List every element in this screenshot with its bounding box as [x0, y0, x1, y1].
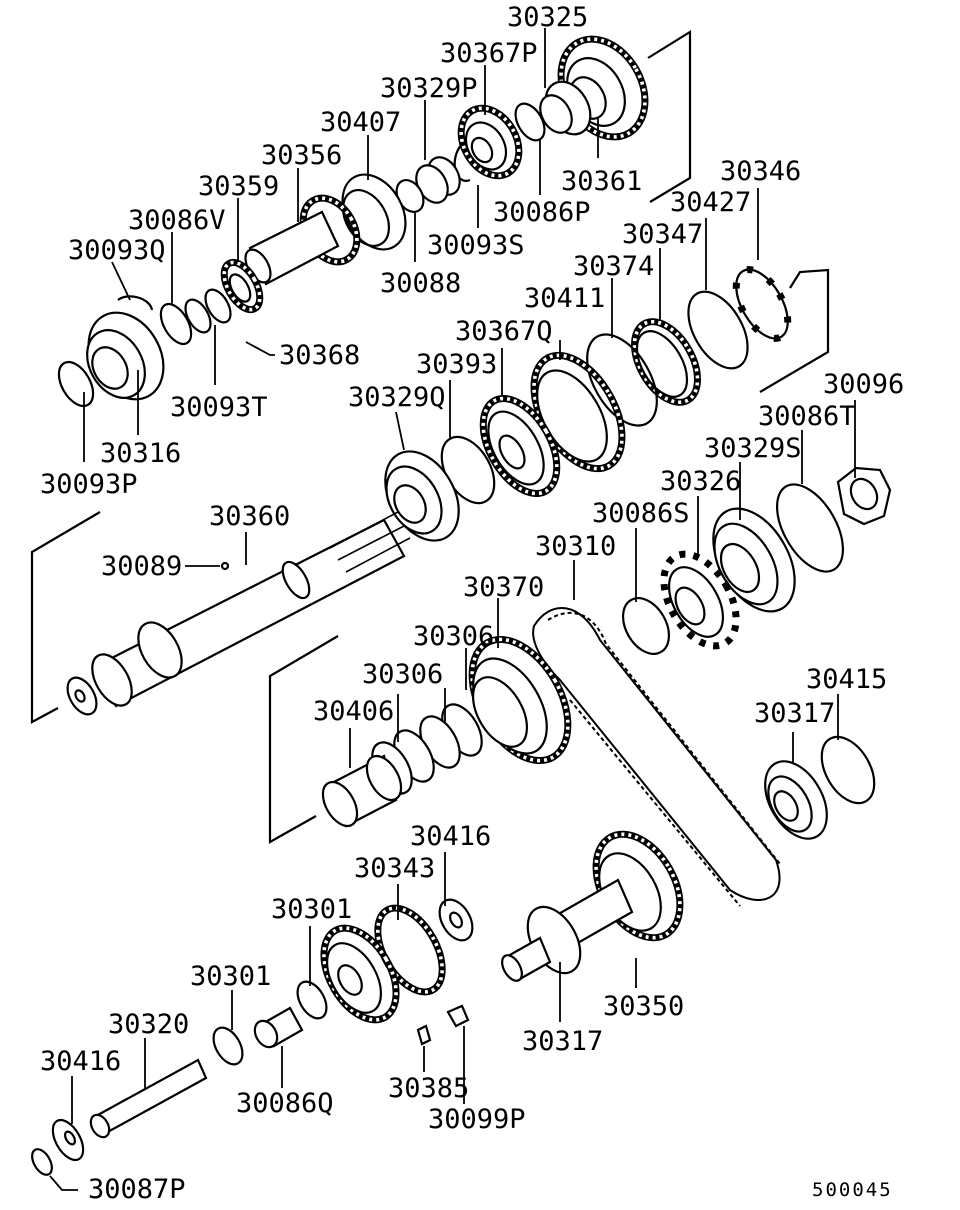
gear-30359	[220, 258, 264, 314]
label-30329Q: 30329Q	[348, 382, 446, 413]
label-30320: 30320	[108, 1009, 189, 1040]
label-30415: 30415	[806, 664, 887, 695]
label-30310: 30310	[535, 531, 616, 562]
label-30086P: 30086P	[493, 197, 591, 228]
label-30317-lower: 30317	[522, 1026, 603, 1057]
label-30368: 30368	[279, 340, 360, 371]
label-30301-lower: 30301	[190, 961, 271, 992]
label-30359: 30359	[198, 171, 279, 202]
label-30086V: 30086V	[128, 205, 226, 236]
label-30096: 30096	[823, 369, 904, 400]
label-30093S: 30093S	[427, 230, 525, 261]
label-30086Q: 30086Q	[236, 1088, 334, 1119]
label-30411: 30411	[524, 283, 605, 314]
gear-30343	[320, 904, 446, 1024]
nut-30096	[836, 466, 892, 526]
label-30301-upper: 30301	[271, 894, 352, 925]
leader-lines	[49, 28, 856, 1191]
gear-30367Q	[479, 395, 561, 497]
label-30099P: 30099P	[428, 1104, 526, 1135]
part-labels: 30325 30367P 30329P 30407 30356 30359 30…	[40, 2, 904, 1205]
label-30370: 30370	[463, 572, 544, 603]
bearing-30329P	[415, 156, 461, 204]
label-30347: 30347	[622, 219, 703, 250]
shaft-30360	[66, 511, 411, 716]
label-30406: 30406	[313, 696, 394, 727]
label-30326: 30326	[660, 466, 741, 497]
spacer-30086Q	[253, 1006, 304, 1049]
label-30360: 30360	[209, 501, 290, 532]
label-30367Q: 30367Q	[455, 316, 553, 347]
bearing-30329S	[712, 507, 796, 613]
label-30346: 30346	[720, 156, 801, 187]
label-30407: 30407	[320, 107, 401, 138]
label-30367P: 30367P	[440, 38, 538, 69]
label-30393: 30393	[416, 349, 497, 380]
bearing-30316	[86, 311, 165, 401]
label-30385: 30385	[388, 1073, 469, 1104]
gear-30367P	[457, 104, 523, 180]
label-30350: 30350	[603, 991, 684, 1022]
label-30361: 30361	[561, 166, 642, 197]
label-30306-lower: 30306	[362, 659, 443, 690]
label-30317-upper: 30317	[754, 698, 835, 729]
label-30306-upper: 30306	[413, 621, 494, 652]
sleeve-30406	[321, 754, 403, 828]
label-30087P: 30087P	[88, 1174, 186, 1205]
label-30416-lower: 30416	[40, 1046, 121, 1077]
label-30343: 30343	[354, 853, 435, 884]
label-30093T: 30093T	[170, 392, 268, 423]
bearing-30329Q	[384, 450, 460, 542]
bearing-30317-upper	[764, 760, 828, 840]
label-30093Q: 30093Q	[68, 235, 166, 266]
gear-30356	[244, 194, 361, 286]
label-30427: 30427	[670, 187, 751, 218]
label-30416-upper: 30416	[410, 821, 491, 852]
label-30374: 30374	[573, 251, 654, 282]
sprocket-30326	[660, 550, 740, 650]
label-30086T: 30086T	[758, 401, 856, 432]
label-30356: 30356	[261, 140, 342, 171]
label-30325: 30325	[507, 2, 588, 33]
shaft-30350	[501, 830, 684, 982]
label-30316: 30316	[100, 438, 181, 469]
label-30329S: 30329S	[704, 433, 802, 464]
label-30329P: 30329P	[380, 73, 478, 104]
label-30086S: 30086S	[592, 498, 690, 529]
diagram-code: 500045	[812, 1179, 893, 1201]
sprocket-30370	[468, 635, 572, 765]
parts-drawing	[30, 30, 892, 1176]
shaft-30320	[89, 1058, 208, 1139]
label-30088: 30088	[380, 268, 461, 299]
label-30089: 30089	[101, 551, 182, 582]
label-30093P: 30093P	[40, 469, 138, 500]
